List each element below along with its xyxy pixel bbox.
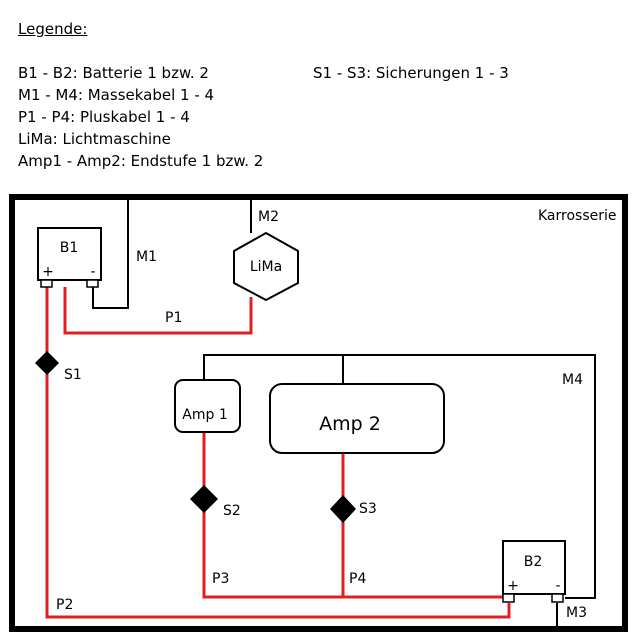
battery-2-minus-sign: - — [555, 578, 560, 594]
plus-cable-p1 — [63, 287, 253, 335]
car-body-frame — [9, 194, 628, 632]
legend-item-plus-cables: P1 - P4: Pluskabel 1 - 4 — [18, 108, 190, 126]
alternator-hexagon — [233, 231, 299, 302]
alternator-label: LiMa — [250, 259, 282, 275]
legend-item-ground-cables: M1 - M4: Massekabel 1 - 4 — [18, 86, 215, 104]
label-m4: M4 — [562, 372, 583, 388]
plus-cable-p2 — [45, 287, 511, 619]
label-m3: M3 — [566, 605, 587, 621]
legend-item-batteries: B1 - B2: Batterie 1 bzw. 2 — [18, 64, 209, 82]
label-p3: P3 — [212, 571, 229, 587]
battery-1-plus-sign: + — [42, 264, 54, 280]
legend-item-amplifiers: Amp1 - Amp2: Endstufe 1 bzw. 2 — [18, 152, 264, 170]
battery-1-plus-terminal — [40, 279, 53, 288]
fuse-s3 — [330, 495, 356, 523]
label-p2: P2 — [56, 597, 73, 613]
label-p4: P4 — [349, 571, 366, 587]
amplifier-2-label: Amp 2 — [319, 413, 381, 435]
battery-2-minus-terminal — [551, 593, 564, 603]
label-p1: P1 — [165, 310, 182, 326]
alternator: LiMa — [233, 231, 299, 302]
legend-item-alternator: LiMa: Lichtmaschine — [18, 130, 171, 148]
label-s3: S3 — [359, 501, 377, 517]
battery-1: B1 + - — [37, 227, 102, 288]
battery-1-minus-sign: - — [90, 264, 95, 280]
legend-item-fuses: S1 - S3: Sicherungen 1 - 3 — [313, 64, 509, 82]
label-s1: S1 — [64, 367, 82, 383]
car-body-label: Karrosserie — [538, 208, 617, 224]
ground-cable-m1 — [92, 199, 129, 309]
fuse-s1 — [35, 351, 59, 375]
amplifier-1: Amp 1 — [174, 379, 241, 433]
legend-title: Legende: — [18, 20, 88, 38]
label-m1: M1 — [136, 249, 157, 265]
amplifier-2: Amp 2 — [269, 383, 445, 454]
ground-cable-m4 — [203, 354, 596, 599]
battery-2: B2 + - — [502, 540, 566, 603]
battery-1-label: B1 — [60, 240, 79, 256]
amplifier-1-label: Amp 1 — [182, 407, 227, 423]
label-s2: S2 — [223, 503, 241, 519]
battery-1-minus-terminal — [86, 279, 99, 288]
legend: Legende: B1 - B2: Batterie 1 bzw. 2 M1 -… — [18, 18, 263, 172]
label-m2: M2 — [258, 209, 279, 225]
fuse-s2 — [190, 485, 218, 513]
battery-2-plus-sign: + — [507, 578, 519, 594]
battery-2-label: B2 — [524, 554, 543, 570]
battery-2-plus-terminal — [502, 593, 515, 603]
